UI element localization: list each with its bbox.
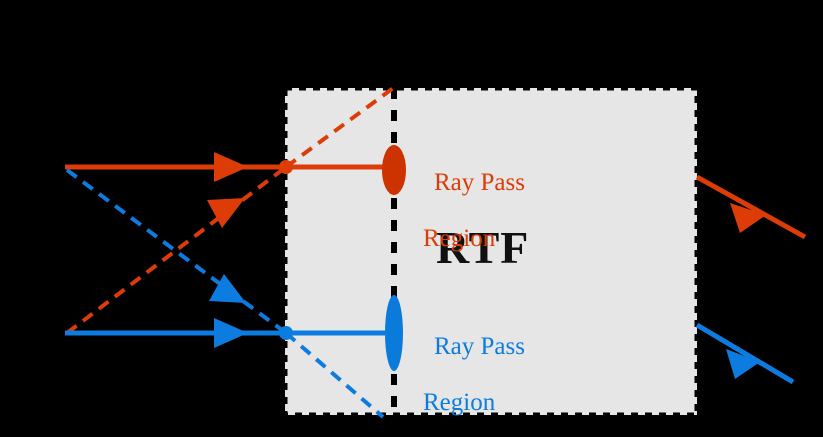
red-outgoing-solid-ray (695, 174, 807, 240)
rtf-element-box (282, 85, 700, 418)
red-incoming-dashed-arrowhead (207, 198, 245, 228)
blue-outgoing-solid-ray (695, 322, 795, 385)
blue-ray-pass-region-ellipse (385, 295, 403, 371)
blue-inside-dashed-ray (284, 331, 385, 419)
red-incoming-arrowhead (214, 152, 248, 182)
blue-ray-group (65, 168, 795, 419)
red-incoming-dashed-ray (65, 165, 288, 335)
blue-incoming-dashed-ray (65, 168, 288, 335)
red-ray-group (65, 84, 807, 335)
blue-ray-node-dot (279, 326, 293, 340)
red-ray-pass-region-ellipse (382, 145, 406, 195)
blue-incoming-dashed-arrowhead (209, 274, 246, 303)
blue-outgoing-arrowhead (726, 349, 760, 379)
red-ray-node-dot (279, 160, 293, 174)
red-inside-dashed-ray (284, 84, 398, 169)
blue-incoming-arrowhead (214, 318, 248, 348)
red-outgoing-arrowhead (730, 203, 766, 233)
